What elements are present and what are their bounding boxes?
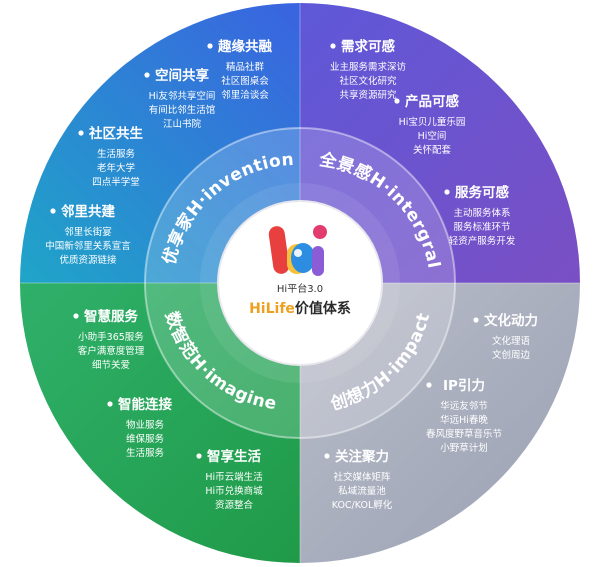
quadrant-bottom-left [20,283,300,563]
section-item: 文创周边 [492,349,531,361]
center-circle [217,200,383,366]
section-item: 老年大学 [97,162,135,174]
section-item: 物业服务 [126,419,165,431]
hi-logo-icon [268,225,327,276]
quadrant-top-left [20,3,300,283]
section-item: Hi空间 [418,130,447,142]
section-title: 关注聚力 [335,448,389,465]
quadrant-top-right [300,3,580,283]
section-title: 智享生活 [207,448,261,465]
section-item: 优质资源链接 [59,254,117,266]
section-title: 服务可感 [455,184,509,201]
quadrant-bottom-right [300,283,580,563]
section-item: 共享资源研究 [339,89,397,101]
section-item: 江山书院 [163,118,202,130]
section-item: 春风度野草音乐节 [426,428,502,440]
section-title: 需求可感 [341,38,395,55]
section-title: 空间共享 [155,67,209,84]
section-item: Hi友邻共享空间 [149,90,216,102]
section-item: 主动服务体系 [453,207,510,219]
section-item: KOC/KOL孵化 [332,499,393,511]
section-item: 社交媒体矩阵 [333,471,391,483]
section-item: 小助手365服务 [78,331,144,343]
section-item: 资源整合 [215,499,254,511]
section-item: 小野草计划 [440,442,488,454]
section-item: 邻里长街宴 [64,226,112,238]
section-item: 私域流量池 [338,485,386,497]
section-title: 文化动力 [484,312,538,329]
bullet-dot-icon [426,382,432,388]
bullet-dot-icon [78,130,84,136]
section-title: 趣缘共融 [217,38,272,55]
section-item: 维保服务 [126,433,165,445]
section-item: 文化理语 [492,335,531,347]
bullet-dot-icon [324,453,330,459]
bullet-dot-icon [196,453,202,459]
section-item: 生活服务 [97,148,136,160]
section-item: 客户满意度管理 [78,345,145,357]
section-item: 华远Hi春晚 [440,414,488,426]
section-item: 精品社群 [226,61,265,73]
section-title: 智能连接 [118,396,172,413]
bullet-dot-icon [50,208,56,214]
section-title: IP引力 [443,377,485,394]
section-item: Hi币云端生活 [205,471,263,483]
bullet-dot-icon [207,43,213,49]
bullet-dot-icon [73,313,79,319]
bullet-dot-icon [444,189,450,195]
section-item: 轻资产服务开发 [449,235,516,247]
section-item: 华远友邻节 [440,400,488,412]
section-title: 智慧服务 [84,308,138,325]
bullet-dot-icon [107,401,113,407]
center-title: HiLife价值体系 [249,300,351,317]
section-item: 中国新邻里关系宣言 [45,240,131,252]
section-title: 产品可感 [405,93,459,110]
bullet-dot-icon [473,317,479,323]
section-item: 细节关爱 [92,359,130,371]
section-item: 社区图桌会 [221,75,269,87]
section-item: 社区文化研究 [339,75,397,87]
bullet-dot-icon [330,43,336,49]
section-item: 生活服务 [126,447,165,459]
bullet-dot-icon [144,72,150,78]
section-item: 四点半学堂 [92,176,140,188]
section-title: 社区共生 [88,125,143,142]
section-item: 有间比邻生活馆 [149,104,216,116]
section-item: 邻里洽谈会 [221,89,269,101]
section-item: 业主服务需求深访 [330,61,407,73]
bullet-dot-icon [394,98,400,104]
section-item: 关怀配套 [413,144,452,156]
section-title: 邻里共建 [61,203,115,220]
section-item: Hi币兑换商城 [205,485,263,497]
center-subtitle: Hi平台3.0 [277,282,323,295]
section-item: Hi宝贝儿童乐园 [399,116,466,128]
section-item: 服务标准环节 [453,221,510,233]
